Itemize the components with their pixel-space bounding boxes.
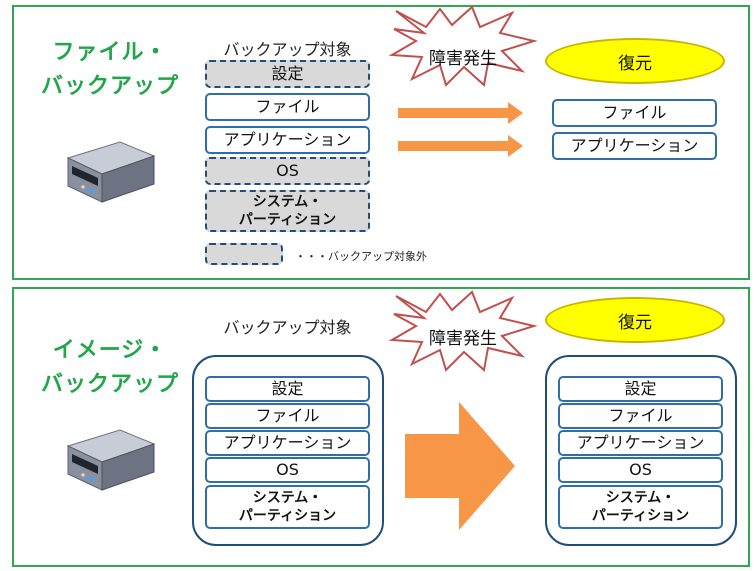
restore-ellipse: 復元 bbox=[545, 297, 725, 343]
item-system-partition: システム・ パーティション bbox=[205, 190, 370, 232]
server-icon bbox=[58, 138, 158, 208]
legend-swatch bbox=[205, 243, 283, 265]
item-system-partition: システム・ パーティション bbox=[205, 485, 370, 529]
title-line-1: ファイル・ bbox=[52, 40, 168, 65]
item-os: OS bbox=[205, 457, 370, 483]
system-line-1: システム・ bbox=[252, 490, 323, 506]
restored-file: ファイル bbox=[552, 99, 717, 127]
item-settings: 設定 bbox=[205, 60, 370, 88]
title-line-2: バックアップ bbox=[40, 372, 179, 397]
restored-os: OS bbox=[558, 457, 723, 483]
restore-ellipse: 復元 bbox=[545, 38, 725, 84]
system-line-1: システム・ bbox=[605, 490, 676, 506]
failure-label: 障害発生 bbox=[429, 329, 497, 349]
failure-label: 障害発生 bbox=[429, 49, 497, 69]
backup-target-heading: バックアップ対象 bbox=[223, 40, 352, 59]
explosion-burst-icon bbox=[388, 5, 538, 87]
system-line-2: パーティション bbox=[238, 212, 337, 228]
title-line-1: イメージ・ bbox=[52, 338, 168, 363]
file-backup-title: ファイル・ バックアップ bbox=[30, 36, 190, 104]
item-file: ファイル bbox=[205, 403, 370, 429]
right-arrow-icon bbox=[405, 400, 517, 532]
item-os: OS bbox=[205, 157, 370, 185]
image-backup-title: イメージ・ バックアップ bbox=[30, 334, 190, 402]
item-application: アプリケーション bbox=[205, 430, 370, 456]
item-application: アプリケーション bbox=[205, 126, 370, 154]
server-icon bbox=[58, 426, 158, 496]
restored-application: アプリケーション bbox=[552, 132, 717, 160]
system-line-1: システム・ bbox=[252, 194, 323, 210]
restored-settings: 設定 bbox=[558, 376, 723, 402]
system-line-2: パーティション bbox=[591, 508, 690, 524]
system-line-2: パーティション bbox=[238, 508, 337, 524]
right-arrow-icon bbox=[398, 134, 524, 158]
explosion-burst-icon bbox=[388, 290, 538, 372]
restored-system-partition: システム・ パーティション bbox=[558, 485, 723, 529]
title-line-2: バックアップ bbox=[40, 74, 179, 99]
item-file: ファイル bbox=[205, 93, 370, 121]
legend-text: ・・・バックアップ対象外 bbox=[295, 250, 427, 263]
restored-application: アプリケーション bbox=[558, 430, 723, 456]
restored-file: ファイル bbox=[558, 403, 723, 429]
item-settings: 設定 bbox=[205, 376, 370, 402]
backup-target-heading: バックアップ対象 bbox=[223, 318, 352, 337]
right-arrow-icon bbox=[398, 101, 524, 125]
